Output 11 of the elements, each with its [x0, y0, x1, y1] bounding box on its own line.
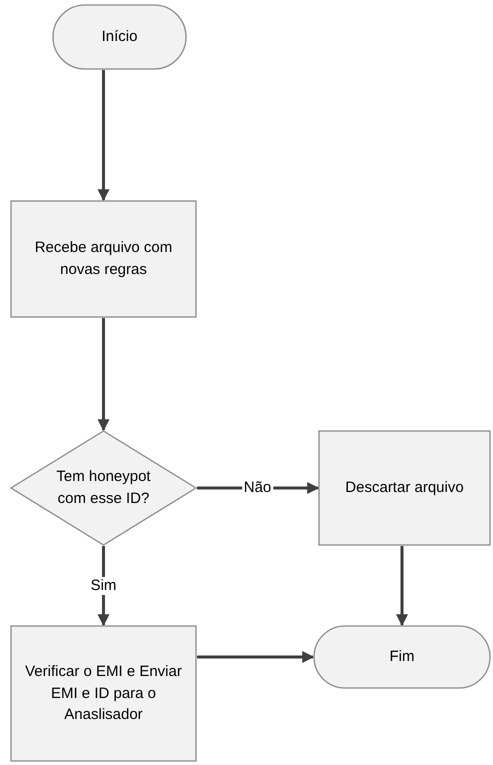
node-label: Início	[102, 27, 138, 48]
edge-label: Sim	[88, 576, 118, 594]
arrow	[396, 546, 408, 626]
node-label: Fim	[390, 647, 414, 668]
node-label: Tem honeypot com esse ID?	[55, 467, 152, 509]
node-label: Recebe arquivo com novas regras	[34, 238, 174, 280]
arrow	[197, 651, 314, 663]
node-label: Verificar o EMI e Enviar EMI e ID para o Anaslisador	[24, 662, 183, 726]
node-label: Descartar arquivo	[345, 478, 464, 498]
arrow	[98, 318, 110, 432]
arrow	[98, 70, 110, 202]
